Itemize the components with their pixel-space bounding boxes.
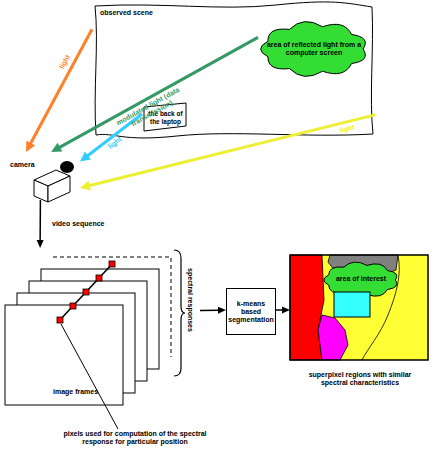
pixel-marker xyxy=(83,289,89,295)
scene-boundary-shape xyxy=(95,2,373,138)
connector-arrow xyxy=(80,114,142,162)
pixel-marker xyxy=(57,317,63,323)
arrow-head xyxy=(80,152,91,162)
arrow-head xyxy=(218,307,226,314)
scene-boundary: observed scene area of reflected light fr… xyxy=(92,2,375,138)
connector-arrow xyxy=(80,115,375,191)
image-frame-stack: image frames xyxy=(5,248,200,408)
pixel-marker xyxy=(96,275,102,281)
arrow-head xyxy=(80,181,91,191)
camera-icon xyxy=(34,161,74,202)
connector-arrow xyxy=(200,307,226,314)
laptop-back-box: the back of the laptop xyxy=(142,102,188,132)
connector-line xyxy=(88,115,375,186)
arrow-head xyxy=(51,143,62,152)
pixel-marker xyxy=(70,303,76,309)
connector-arrow xyxy=(51,37,258,152)
connector-line xyxy=(39,200,41,242)
pixel-marker xyxy=(109,261,115,267)
connector-arrow xyxy=(37,200,44,248)
area-of-interest-region-shape xyxy=(324,262,397,298)
node-label: image frames xyxy=(53,388,113,396)
cyan-region xyxy=(334,292,370,317)
connector-line xyxy=(86,114,142,157)
node-label: camera xyxy=(10,161,40,169)
edge-label: light xyxy=(58,54,72,71)
yellow-region xyxy=(290,255,428,360)
curly-bracket xyxy=(174,250,185,376)
leader-line xyxy=(61,324,118,429)
node-label: observed scene xyxy=(100,9,190,17)
node-label: area of interest xyxy=(326,275,396,283)
pixel-track-line xyxy=(58,262,114,322)
node-label: area of reflected light from a computer … xyxy=(262,41,366,57)
connector-line xyxy=(58,37,258,148)
connector-line xyxy=(200,309,220,311)
image-frame-stack xyxy=(5,250,185,429)
segmentation-box: k-means based segmentation xyxy=(226,288,276,335)
light-reflection-cloud: area of reflected light from a computer … xyxy=(258,20,370,78)
magenta-region xyxy=(318,315,348,360)
annotation-label: pixels used for computation of the spect… xyxy=(48,430,223,446)
camera-lens xyxy=(60,161,74,173)
connector-line xyxy=(276,309,284,311)
connector-arrow xyxy=(26,29,92,152)
camera-side-face xyxy=(34,180,48,202)
camera-front-face xyxy=(48,176,70,202)
node-label: superpixel regions with similar spectral… xyxy=(308,371,412,387)
red-region xyxy=(290,255,324,360)
map-frame xyxy=(290,255,428,360)
segmentation-map xyxy=(290,255,428,360)
arrow-head xyxy=(26,141,35,152)
connector-arrow xyxy=(276,307,290,314)
image-frame xyxy=(5,305,123,405)
connector-line xyxy=(30,29,92,145)
edge-label: light xyxy=(107,136,124,151)
annotation-label: spectral responses xyxy=(186,268,194,332)
node-label: the back of the laptop xyxy=(147,110,184,126)
light-reflection-cloud-shape xyxy=(261,22,366,77)
edge-label: video sequence xyxy=(43,220,113,228)
superpixel-map: superpixel regions with similar spectral… xyxy=(290,255,430,400)
arrow-head xyxy=(37,240,44,248)
arrow-head xyxy=(282,307,290,314)
camera: camera xyxy=(8,152,80,200)
node-label: k-means based segmentation xyxy=(227,300,275,324)
laptop-back-box-shape xyxy=(144,103,186,131)
area-of-interest-region: area of interest xyxy=(322,261,400,299)
